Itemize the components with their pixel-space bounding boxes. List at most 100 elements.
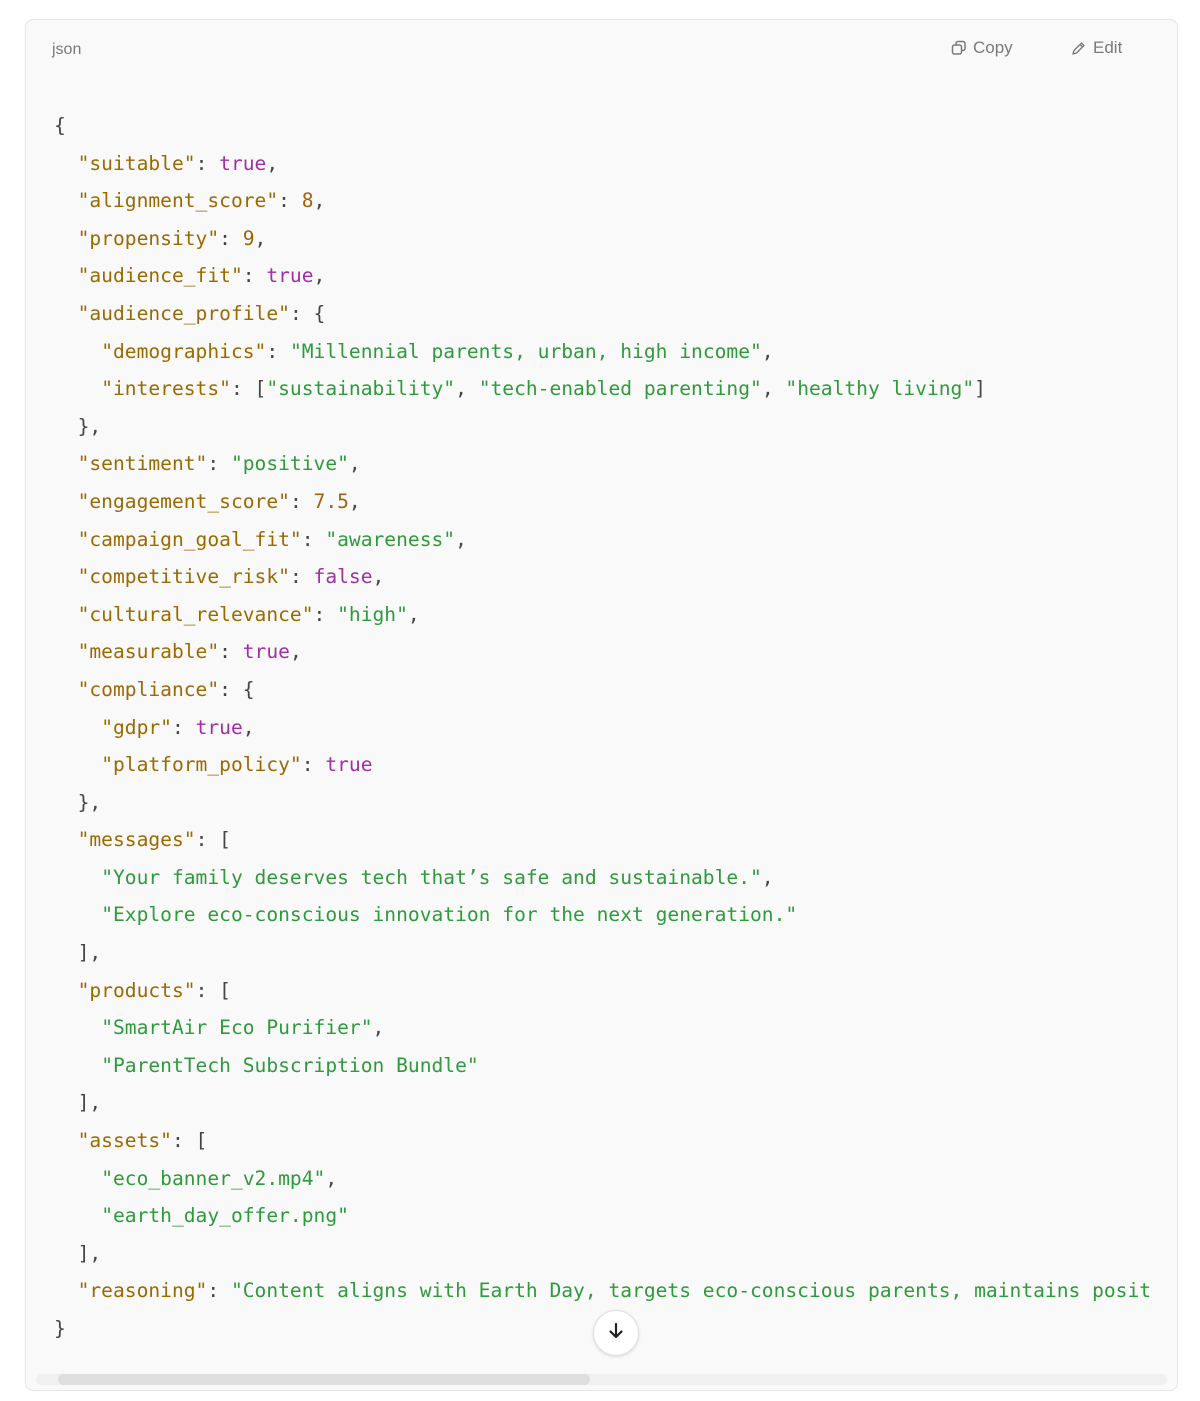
code-line: "engagement_score": 7.5,	[54, 483, 1177, 521]
json-key: "audience_fit"	[77, 264, 243, 288]
json-boolean: true	[195, 715, 243, 739]
code-line: "measurable": true,	[54, 633, 1177, 671]
json-key: "suitable"	[77, 151, 196, 175]
json-key: "platform_policy"	[101, 753, 302, 777]
code-line: "propensity": 9,	[54, 220, 1177, 258]
code-line: "messages": [	[54, 821, 1177, 859]
json-punctuation: ,	[289, 640, 302, 664]
json-key: "sentiment"	[77, 452, 208, 476]
json-string: "Your family deserves tech that’s safe a…	[101, 865, 762, 889]
code-line: "sentiment": "positive",	[54, 445, 1177, 483]
code-line: "Explore eco-conscious innovation for th…	[54, 896, 1177, 934]
json-key: "engagement_score"	[77, 489, 290, 513]
json-punctuation: :	[207, 452, 231, 476]
code-line: "eco_banner_v2.mp4",	[54, 1160, 1177, 1198]
arrow-down-icon	[606, 1321, 626, 1346]
code-line: "demographics": "Millennial parents, urb…	[54, 333, 1177, 371]
json-string: "ParentTech Subscription Bundle"	[101, 1053, 479, 1077]
json-boolean: false	[313, 565, 373, 589]
json-punctuation: },	[77, 414, 102, 438]
code-line: ],	[54, 934, 1177, 972]
json-punctuation: : [	[195, 978, 231, 1002]
json-punctuation: :	[289, 489, 314, 513]
json-punctuation: ,	[761, 339, 774, 363]
json-punctuation: {	[54, 114, 66, 137]
code-line: "competitive_risk": false,	[54, 558, 1177, 596]
json-key: "gdpr"	[101, 715, 172, 739]
json-string: "sustainability"	[266, 377, 456, 401]
copy-icon	[951, 40, 967, 56]
code-line: "SmartAir Eco Purifier",	[54, 1009, 1177, 1047]
horizontal-scrollbar[interactable]	[26, 1368, 1177, 1390]
code-line: "assets": [	[54, 1122, 1177, 1160]
json-punctuation: :	[207, 1279, 231, 1303]
edit-button[interactable]: Edit	[1071, 38, 1122, 58]
json-punctuation: ,	[254, 226, 267, 250]
json-boolean: true	[242, 640, 290, 664]
json-key: "assets"	[77, 1129, 172, 1153]
json-boolean: true	[325, 753, 373, 777]
code-line: }	[54, 1310, 1177, 1348]
json-boolean: true	[266, 264, 314, 288]
code-block: json Copy Edit { "suitable": true, "alig…	[25, 19, 1178, 1391]
json-string: "Explore eco-conscious innovation for th…	[101, 903, 798, 927]
json-punctuation: : [	[230, 377, 267, 401]
json-key: "campaign_goal_fit"	[77, 527, 302, 551]
scroll-down-button[interactable]	[593, 1310, 639, 1356]
code-line: "alignment_score": 8,	[54, 182, 1177, 220]
copy-label: Copy	[973, 38, 1013, 57]
copy-button[interactable]: Copy	[951, 38, 1013, 58]
scrollbar-thumb[interactable]	[58, 1374, 590, 1385]
json-punctuation: :	[313, 602, 338, 626]
json-key: "products"	[77, 978, 196, 1002]
json-punctuation: : [	[195, 828, 231, 852]
json-key: "cultural_relevance"	[77, 602, 314, 626]
json-punctuation: ,	[372, 1016, 385, 1040]
json-punctuation: : {	[289, 301, 326, 325]
code-line: "audience_profile": {	[54, 295, 1177, 333]
json-punctuation: ,	[348, 452, 361, 476]
code-line: {	[54, 107, 1177, 145]
json-punctuation: :	[289, 565, 314, 589]
json-number: 9	[242, 226, 255, 250]
json-punctuation: : {	[219, 677, 255, 701]
json-punctuation: :	[219, 640, 243, 664]
code-line: "cultural_relevance": "high",	[54, 596, 1177, 634]
json-punctuation: ,	[761, 865, 774, 889]
json-punctuation: ,	[313, 264, 326, 288]
json-string: "healthy living"	[785, 377, 975, 401]
code-line: "gdpr": true,	[54, 709, 1177, 747]
code-content: { "suitable": true, "alignment_score": 8…	[54, 107, 1177, 1348]
json-key: "demographics"	[101, 339, 267, 363]
json-key: "competitive_risk"	[77, 565, 290, 589]
json-key: "audience_profile"	[77, 301, 290, 325]
edit-icon	[1071, 40, 1087, 56]
json-punctuation: ,	[407, 602, 420, 626]
json-punctuation: ],	[77, 941, 102, 965]
json-number: 8	[301, 189, 314, 213]
json-punctuation: :	[301, 527, 326, 551]
json-punctuation: :	[301, 753, 326, 777]
json-punctuation: ],	[77, 1241, 102, 1265]
code-line: },	[54, 784, 1177, 822]
code-line: "products": [	[54, 972, 1177, 1010]
json-punctuation: ,	[242, 715, 255, 739]
json-key: "interests"	[101, 377, 231, 401]
json-string: "tech-enabled parenting"	[478, 377, 762, 401]
code-line: "reasoning": "Content aligns with Earth …	[54, 1272, 1177, 1310]
json-string: "high"	[337, 602, 408, 626]
json-punctuation: :	[195, 151, 220, 175]
language-label: json	[52, 41, 82, 58]
edit-label: Edit	[1093, 38, 1123, 57]
json-punctuation: ,	[455, 527, 467, 551]
json-string: "positive"	[230, 452, 349, 476]
scrollbar-track[interactable]	[36, 1374, 1167, 1385]
json-punctuation: ,	[761, 377, 786, 401]
json-key: "alignment_score"	[77, 189, 279, 213]
json-punctuation: },	[77, 790, 102, 814]
code-line: ],	[54, 1084, 1177, 1122]
json-punctuation: ],	[77, 1091, 102, 1115]
json-boolean: true	[219, 151, 267, 175]
json-number: 7.5	[313, 489, 349, 513]
json-punctuation: :	[266, 339, 290, 363]
